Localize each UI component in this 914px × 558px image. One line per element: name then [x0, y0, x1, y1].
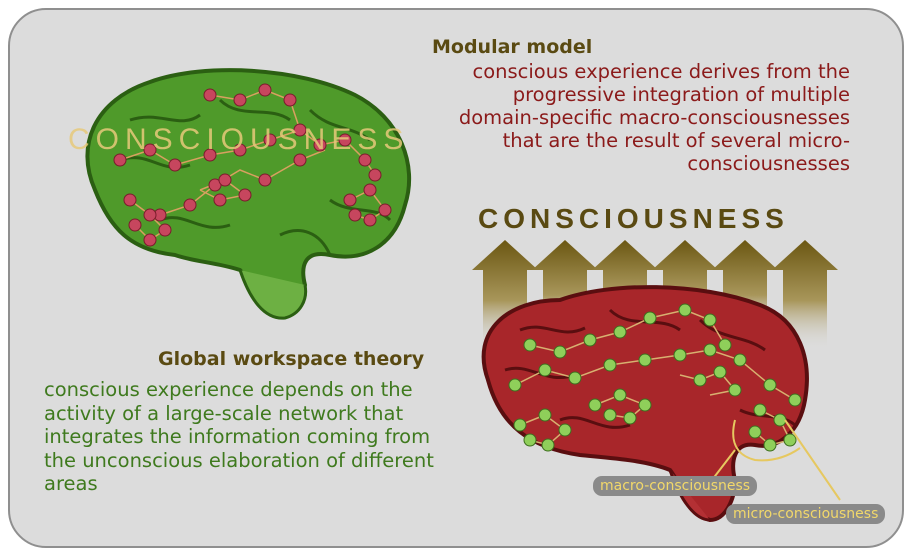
- micro-consciousness-label: micro-consciousness: [726, 504, 886, 524]
- modular-model-description: conscious experience derives from the pr…: [458, 60, 850, 175]
- callout-lines: [711, 419, 841, 501]
- consciousness-label-right: CONSCIOUSNESS: [478, 203, 789, 234]
- global-workspace-description: conscious experience depends on the acti…: [44, 378, 434, 495]
- red-brain-nodes: [508, 303, 802, 452]
- macro-consciousness-label: macro-consciousness: [593, 476, 758, 496]
- green-brain-nodes: [113, 83, 392, 247]
- modular-model-title: Modular model: [432, 36, 593, 58]
- consciousness-label-left: CONSCIOUSNESS: [68, 123, 409, 156]
- global-workspace-title: Global workspace theory: [158, 348, 425, 370]
